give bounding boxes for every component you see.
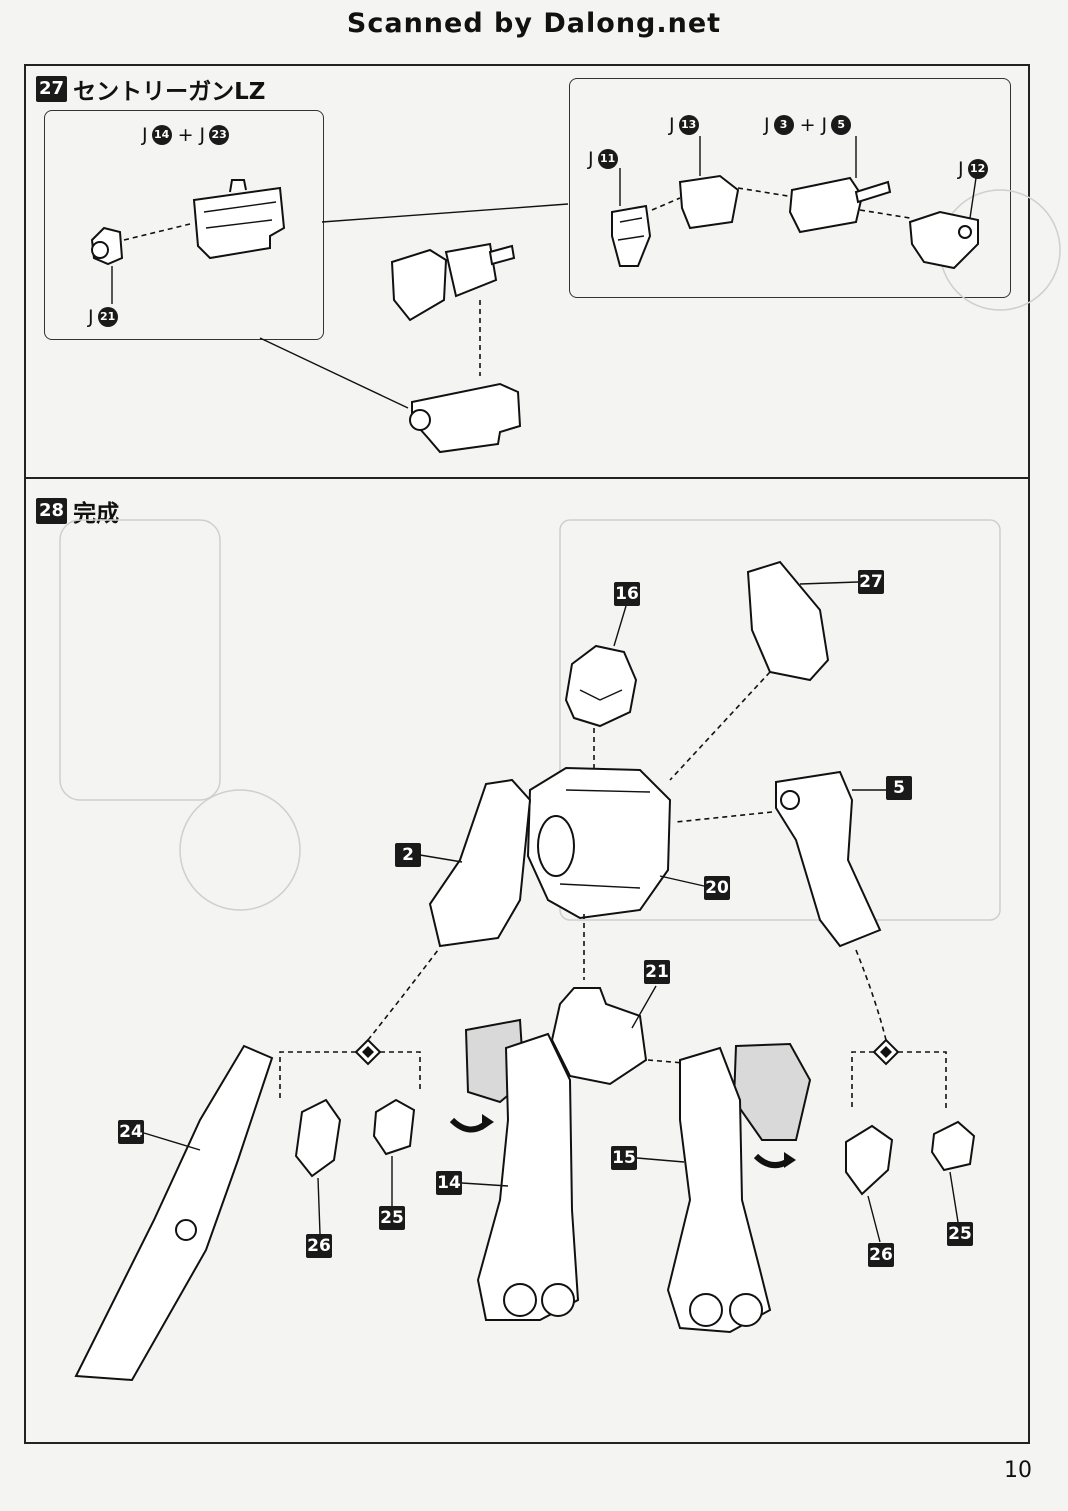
right-hand-part-25 bbox=[930, 1120, 976, 1172]
part-tag-2: 2 bbox=[395, 843, 421, 867]
assembly-arrow bbox=[123, 223, 191, 241]
part-tag-16: 16 bbox=[614, 582, 640, 606]
leader-line bbox=[143, 1132, 201, 1151]
part-tag-25-left: 25 bbox=[379, 1206, 405, 1230]
sensor-part-j11 bbox=[611, 204, 652, 267]
part-label-j12: J 12 bbox=[958, 158, 988, 180]
leader-line bbox=[419, 854, 463, 863]
bracket-part-j12 bbox=[908, 210, 979, 270]
page-number: 10 bbox=[1004, 1458, 1032, 1483]
scan-credit-header: Scanned by Dalong.net bbox=[346, 8, 722, 39]
part-tag-14: 14 bbox=[436, 1171, 462, 1195]
assembly-arrow bbox=[367, 949, 439, 1041]
gun-body-part bbox=[192, 179, 286, 260]
step-number: 27 bbox=[36, 76, 68, 102]
leader-line bbox=[461, 1182, 509, 1187]
sentry-gun-part-27 bbox=[746, 560, 830, 682]
assembly-arrow bbox=[669, 671, 771, 781]
part-tag-21: 21 bbox=[644, 960, 670, 984]
part-tag-27: 27 bbox=[858, 570, 884, 594]
assembly-arrow bbox=[737, 187, 789, 197]
instruction-frame bbox=[24, 64, 1030, 1444]
rifle-part-24 bbox=[74, 1044, 274, 1382]
sentry-gun-complete bbox=[409, 382, 522, 454]
left-hand-part-26 bbox=[294, 1098, 342, 1178]
part-tag-26-right: 26 bbox=[868, 1243, 894, 1267]
assembly-arrow bbox=[675, 811, 773, 823]
sentry-gun-sub-assembly bbox=[390, 242, 516, 322]
assembly-arrow bbox=[279, 1051, 421, 1100]
joint-diamond-icon bbox=[872, 1038, 900, 1066]
right-leg-part-15 bbox=[666, 1042, 812, 1334]
arrow-curved-icon bbox=[753, 1152, 796, 1169]
leader-line bbox=[636, 1157, 685, 1163]
torso-part-20 bbox=[526, 766, 672, 920]
step-28-heading: 28 完成 bbox=[36, 494, 119, 528]
part-tag-15: 15 bbox=[611, 1146, 637, 1170]
left-inset-panel bbox=[44, 110, 324, 340]
step-27-heading: 27 セントリーガンLZ bbox=[36, 72, 265, 106]
bleed-through-art bbox=[59, 189, 1061, 921]
assembly-arrow bbox=[859, 209, 911, 219]
assembly-arrow bbox=[855, 949, 887, 1041]
part-label-j3-j5: J 3 + J 5 bbox=[764, 114, 852, 136]
right-arm-part-5 bbox=[775, 770, 882, 948]
leader-line bbox=[799, 581, 859, 585]
lens-cap-part bbox=[90, 226, 124, 266]
part-tag-25-right: 25 bbox=[947, 1222, 973, 1246]
arrow-curved-icon bbox=[449, 1114, 494, 1133]
left-leg-part-14 bbox=[464, 1018, 580, 1321]
leader-line bbox=[659, 875, 705, 887]
barrel-part-j3-j5 bbox=[788, 176, 892, 234]
part-label-j11: J 11 bbox=[588, 148, 618, 170]
step-number: 28 bbox=[36, 498, 68, 524]
left-hand-part-25 bbox=[372, 1098, 416, 1156]
leader-line bbox=[631, 985, 657, 1029]
part-label-j21: J 21 bbox=[88, 306, 118, 328]
part-tag-20: 20 bbox=[704, 876, 730, 900]
waist-part-21 bbox=[550, 987, 648, 1086]
step-title: セントリーガンLZ bbox=[73, 79, 266, 105]
leader-lines bbox=[619, 136, 977, 219]
head-part-16 bbox=[564, 644, 638, 728]
callout-lines bbox=[259, 203, 569, 409]
left-arm-part-2 bbox=[428, 778, 532, 948]
mount-part-j13 bbox=[678, 174, 740, 230]
right-hand-part-26 bbox=[845, 1124, 894, 1196]
part-label-j14-j23: J 14 + J 23 bbox=[142, 124, 230, 146]
leader-line bbox=[613, 605, 627, 647]
right-inset-panel bbox=[569, 78, 1011, 298]
part-label-j13: J 13 bbox=[669, 114, 699, 136]
part-tag-26-left: 26 bbox=[306, 1234, 332, 1258]
section-divider bbox=[24, 477, 1030, 479]
leader-lines bbox=[317, 1156, 959, 1243]
joint-diamond-icon bbox=[354, 1038, 382, 1066]
assembly-arrow bbox=[651, 197, 681, 211]
part-tag-24: 24 bbox=[118, 1120, 144, 1144]
assembly-arrow bbox=[851, 1051, 947, 1110]
part-tag-5: 5 bbox=[886, 776, 912, 800]
step-title: 完成 bbox=[73, 501, 120, 527]
